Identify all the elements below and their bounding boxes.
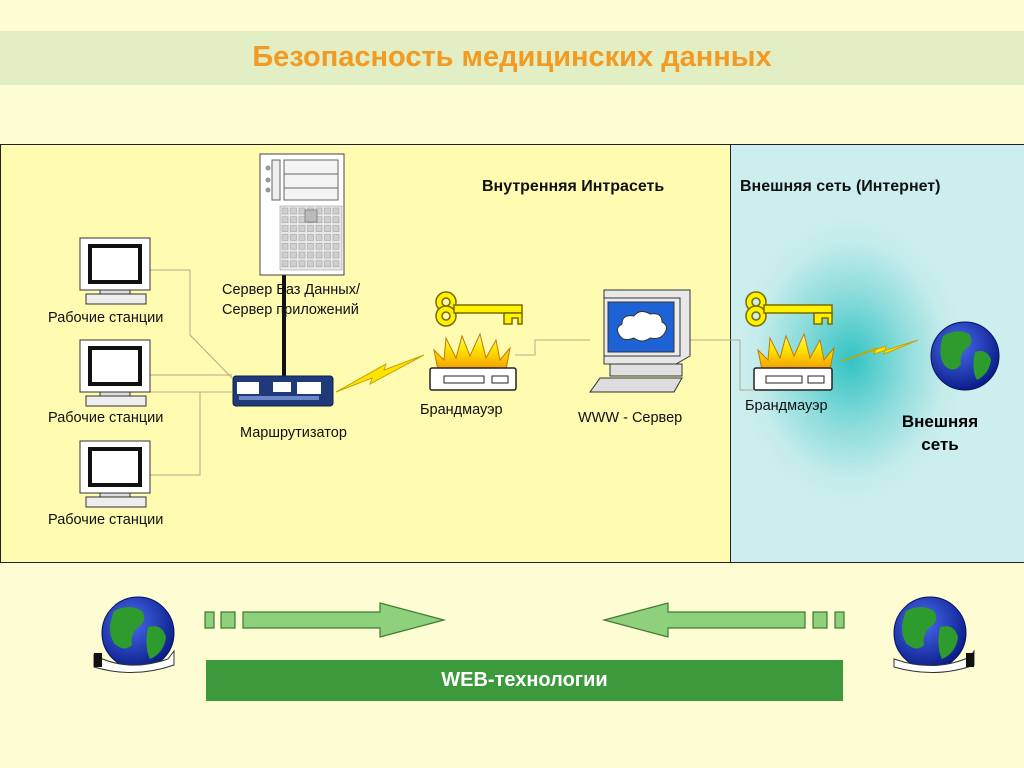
workstation-icon — [79, 440, 151, 508]
internet-zone-label: Внешняя сеть (Интернет) — [740, 178, 941, 195]
server-tower-icon — [259, 153, 345, 276]
workstation-icon — [79, 237, 151, 305]
firewall-icon — [429, 332, 517, 391]
firewall-outer-label: Брандмауэр — [745, 398, 828, 414]
www-server-icon — [589, 289, 691, 393]
title-bar — [0, 31, 1024, 85]
router-label: Маршрутизатор — [240, 425, 347, 441]
web-tech-bar — [206, 660, 843, 701]
workstation-icon — [79, 339, 151, 407]
app-server-label: Сервер приложений — [222, 302, 359, 318]
firewall-icon — [753, 332, 835, 391]
globe-in-hands-icon — [93, 596, 175, 673]
www-server-label: WWW - Сервер — [578, 410, 683, 426]
arrow-left-icon — [601, 602, 845, 638]
web-tech-label: WEB-технологии — [441, 669, 608, 691]
router-icon — [232, 375, 334, 407]
page-title: Безопасность медицинских данных — [252, 41, 772, 73]
workstation-label: Рабочие станции — [48, 512, 164, 528]
firewall-inner-label: Брандмауэр — [420, 402, 503, 418]
workstation-label: Рабочие станции — [48, 310, 164, 326]
globe-icon — [930, 321, 1000, 391]
intranet-zone-label: Внутренняя Интрасеть — [482, 178, 665, 195]
key-icon — [745, 291, 833, 327]
key-icon — [435, 291, 523, 327]
db-server-label: Сервер Баз Данных/ — [222, 282, 360, 298]
workstation-label: Рабочие станции — [48, 410, 164, 426]
globe-in-hands-icon — [893, 596, 975, 673]
connection-lines — [150, 269, 755, 476]
lightning-icon — [335, 354, 425, 393]
external-network-label: Внешняя сеть — [901, 412, 979, 454]
server-vent-grid — [281, 207, 340, 268]
lightning-icon — [839, 339, 919, 363]
arrow-right-icon — [204, 602, 447, 638]
